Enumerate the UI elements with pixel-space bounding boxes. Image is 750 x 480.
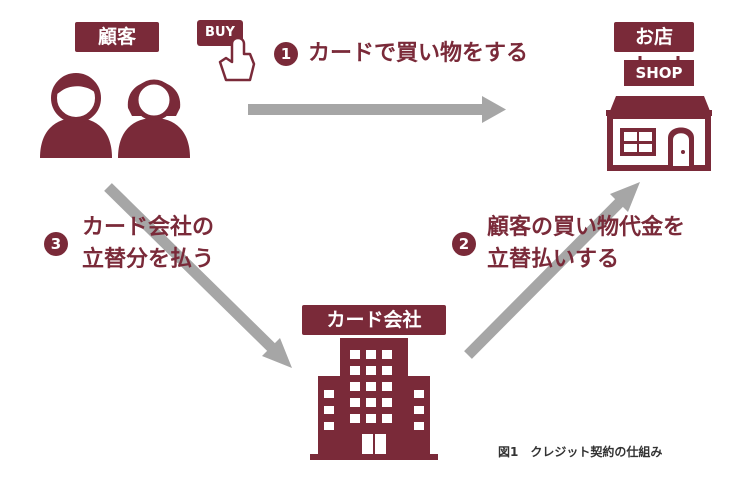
woman-icon [118, 79, 190, 158]
shop-icon [606, 56, 712, 171]
shop-sign-text: SHOP [635, 64, 683, 82]
arrow-payment-to-store [464, 182, 640, 359]
step-2-text: 顧客の買い物代金を 立替払いする [487, 215, 686, 272]
step-1-text: カードで買い物をする [308, 41, 529, 66]
buy-button-text: BUY [205, 25, 235, 40]
figure-caption: 図1 クレジット契約の仕組み [498, 445, 663, 459]
step-3-text: カード会社の 立替分を払う [82, 215, 215, 272]
store-label: お店 [614, 22, 694, 52]
customer-label: 顧客 [75, 22, 159, 52]
arrow-payment-to-card-company [104, 183, 292, 368]
buy-button-icon [197, 20, 256, 82]
arrow-purchase [248, 96, 506, 123]
step-3-number: 3 [44, 232, 68, 256]
building-icon [310, 338, 438, 460]
step-2-number: 2 [452, 232, 476, 256]
card-company-label: カード会社 [302, 305, 446, 335]
step-1-number: 1 [274, 42, 298, 66]
man-icon [40, 73, 112, 158]
